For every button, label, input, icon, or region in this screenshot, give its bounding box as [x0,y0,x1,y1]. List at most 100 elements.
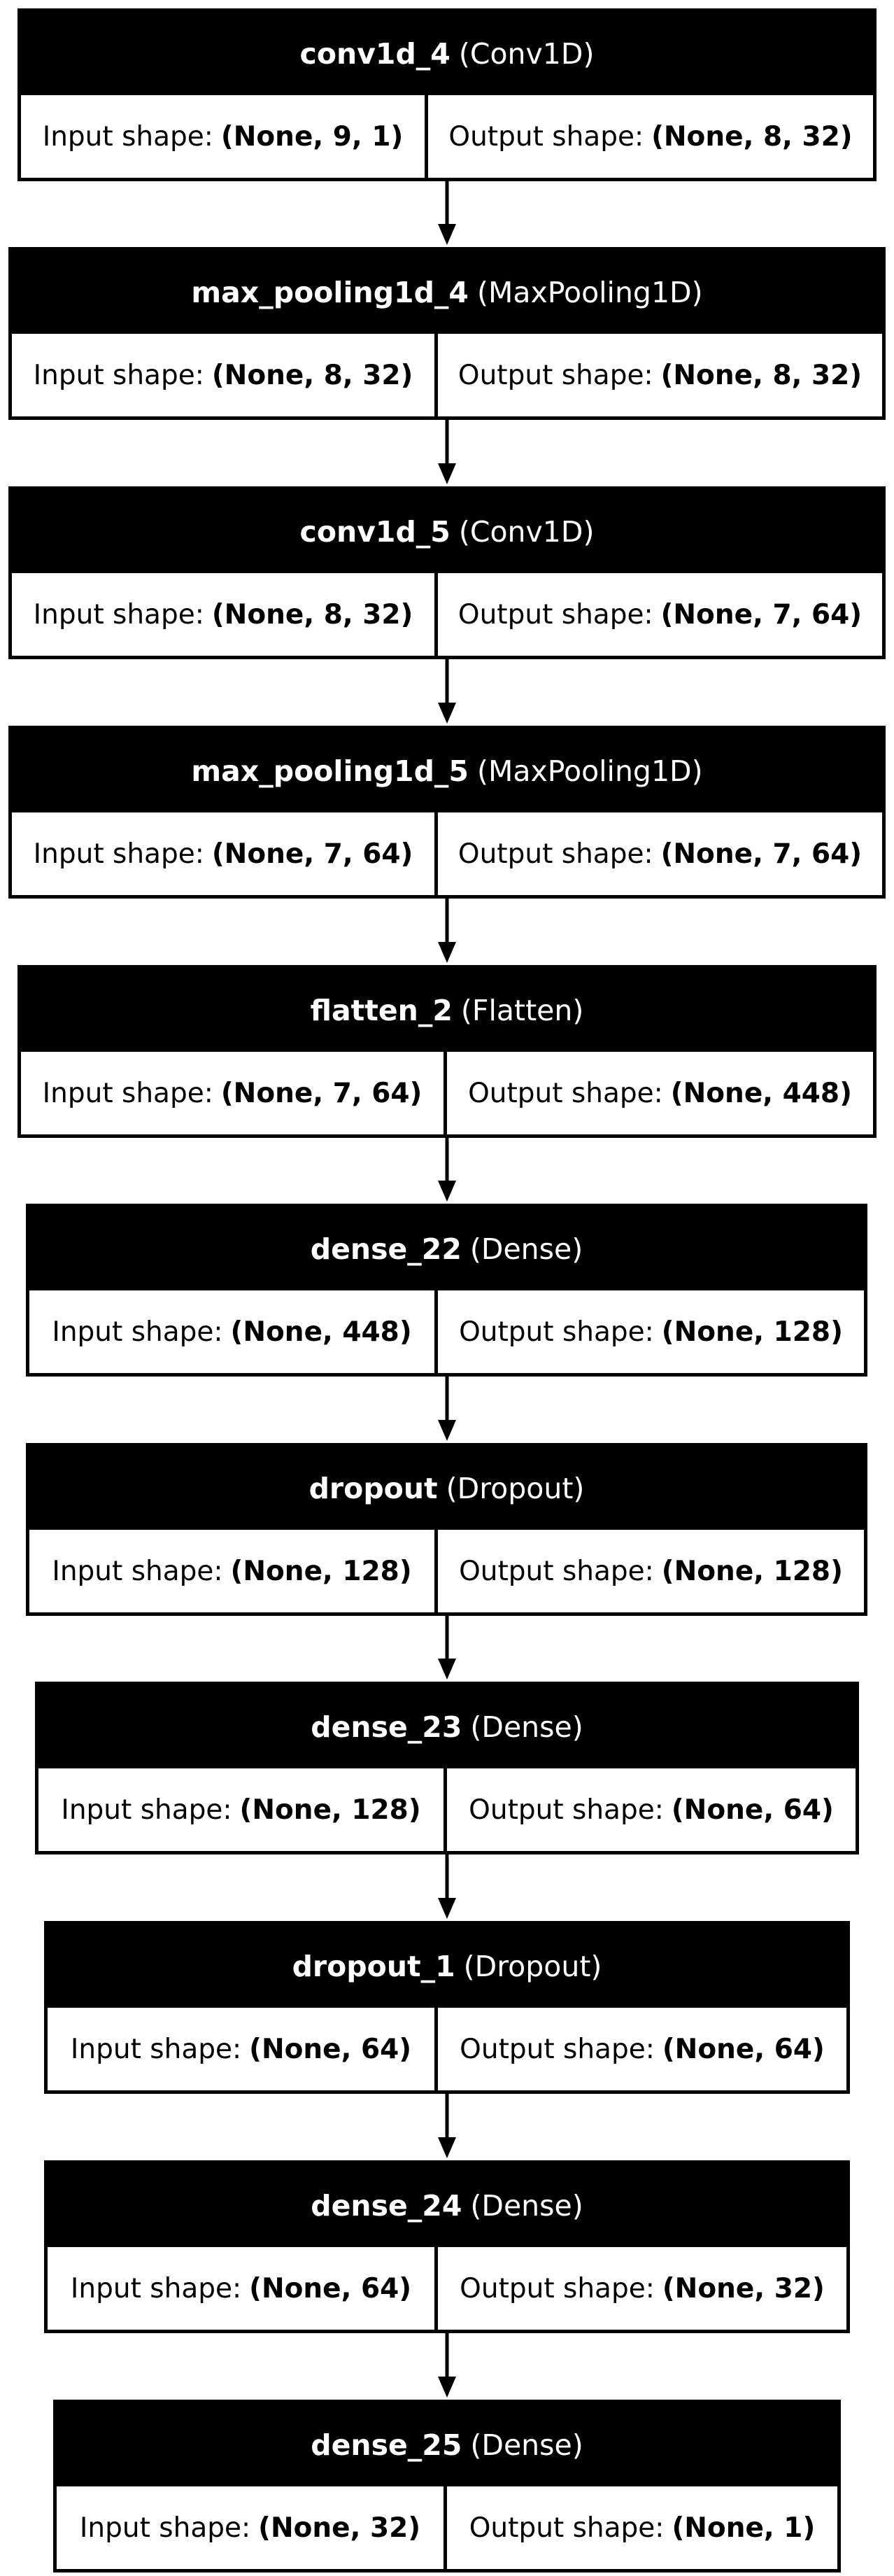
layer-node: dense_22 (Dense) Input shape: (None, 448… [26,1204,867,1377]
layer-type: (Conv1D) [458,36,595,71]
connector-arrow [438,178,456,245]
layer-name: max_pooling1d_5 [191,754,469,788]
output-shape-label: Output shape: [469,2512,665,2544]
output-shape-value: (None, 8, 32) [651,120,853,153]
connector-arrow [438,416,456,484]
layer-node: dense_23 (Dense) Input shape: (None, 128… [35,1682,859,1854]
input-shape-cell: Input shape: (None, 448) [29,1290,434,1373]
input-shape-value: (None, 7, 64) [211,838,413,870]
layer-header: dense_23 (Dense) [38,1685,856,1768]
layer-node: max_pooling1d_5 (MaxPooling1D) Input sha… [8,726,886,899]
shape-row: Input shape: (None, 9, 1) Output shape: … [21,95,873,178]
layer-name: dropout [308,1471,438,1505]
input-shape-label: Input shape: [33,838,204,870]
input-shape-cell: Input shape: (None, 7, 64) [21,1052,444,1134]
shape-row: Input shape: (None, 8, 32) Output shape:… [12,573,882,656]
input-shape-label: Input shape: [70,2272,242,2304]
output-shape-cell: Output shape: (None, 1) [447,2486,837,2569]
input-shape-label: Input shape: [42,120,213,153]
layer-type: (MaxPooling1D) [476,275,703,309]
output-shape-label: Output shape: [459,1316,654,1348]
input-shape-label: Input shape: [42,1077,213,1109]
connector-arrow [438,2090,456,2158]
layer-name: dense_25 [311,2428,462,2462]
layer-header: flatten_2 (Flatten) [21,969,873,1052]
layer-header: dense_24 (Dense) [48,2164,846,2247]
output-shape-value: (None, 448) [670,1077,852,1109]
layer-node: conv1d_5 (Conv1D) Input shape: (None, 8,… [8,486,886,659]
shape-row: Input shape: (None, 7, 64) Output shape:… [21,1052,873,1134]
input-shape-value: (None, 9, 1) [220,120,404,153]
output-shape-cell: Output shape: (None, 7, 64) [438,812,882,895]
connector-arrow [438,1373,456,1441]
output-shape-value: (None, 32) [662,2272,825,2304]
layer-node: dense_24 (Dense) Input shape: (None, 64)… [44,2160,850,2333]
shape-row: Input shape: (None, 8, 32) Output shape:… [12,334,882,416]
layer-header: dropout (Dropout) [29,1447,864,1530]
input-shape-label: Input shape: [52,1555,223,1587]
layer-name: conv1d_4 [299,36,450,71]
input-shape-label: Input shape: [33,359,204,391]
output-shape-label: Output shape: [469,1794,664,1826]
input-shape-cell: Input shape: (None, 64) [48,2247,434,2330]
output-shape-value: (None, 7, 64) [660,838,863,870]
shape-row: Input shape: (None, 64) Output shape: (N… [48,2247,846,2330]
layer-header: conv1d_4 (Conv1D) [21,12,873,95]
output-shape-label: Output shape: [468,1077,663,1109]
input-shape-cell: Input shape: (None, 32) [57,2486,444,2569]
output-shape-cell: Output shape: (None, 64) [438,2008,846,2090]
layer-node: flatten_2 (Flatten) Input shape: (None, … [17,965,877,1138]
input-shape-cell: Input shape: (None, 128) [29,1530,434,1612]
output-shape-label: Output shape: [459,1555,654,1587]
layer-name: dropout_1 [292,1949,455,1983]
layer-header: dropout_1 (Dropout) [48,1924,846,2008]
shape-row: Input shape: (None, 7, 64) Output shape:… [12,812,882,895]
layer-type: (Dropout) [446,1471,585,1505]
layer-type: (Dense) [470,1710,583,1744]
shape-row: Input shape: (None, 32) Output shape: (N… [57,2486,837,2569]
connector-arrow [438,895,456,963]
layer-name: dense_22 [310,1232,462,1266]
layer-type: (Dense) [470,2188,583,2223]
layer-header: max_pooling1d_4 (MaxPooling1D) [12,251,882,334]
layer-node: dropout_1 (Dropout) Input shape: (None, … [44,1921,850,2094]
input-shape-label: Input shape: [61,1794,232,1826]
input-shape-cell: Input shape: (None, 64) [48,2008,434,2090]
connector-arrow [438,1134,456,1202]
output-shape-label: Output shape: [460,2272,655,2304]
layer-type: (Conv1D) [458,514,595,549]
input-shape-value: (None, 32) [258,2512,421,2544]
input-shape-label: Input shape: [70,2033,242,2065]
connector-arrow [438,2330,456,2398]
output-shape-cell: Output shape: (None, 8, 32) [428,95,873,178]
layer-node: dense_25 (Dense) Input shape: (None, 32)… [53,2400,841,2573]
layer-node: max_pooling1d_4 (MaxPooling1D) Input sha… [8,247,886,420]
input-shape-value: (None, 128) [230,1555,412,1587]
layer-header: dense_25 (Dense) [57,2403,837,2486]
shape-row: Input shape: (None, 64) Output shape: (N… [48,2008,846,2090]
output-shape-value: (None, 64) [671,1794,834,1826]
layer-type: (Dense) [469,1232,583,1266]
input-shape-cell: Input shape: (None, 8, 32) [12,573,434,656]
input-shape-value: (None, 448) [230,1316,412,1348]
input-shape-value: (None, 7, 64) [220,1077,423,1109]
output-shape-value: (None, 128) [661,1555,843,1587]
layer-node: conv1d_4 (Conv1D) Input shape: (None, 9,… [17,8,877,181]
output-shape-cell: Output shape: (None, 128) [438,1530,864,1612]
output-shape-cell: Output shape: (None, 8, 32) [438,334,882,416]
input-shape-value: (None, 64) [249,2272,412,2304]
output-shape-value: (None, 128) [661,1316,843,1348]
layer-header: conv1d_5 (Conv1D) [12,490,882,573]
shape-row: Input shape: (None, 128) Output shape: (… [29,1530,864,1612]
output-shape-value: (None, 1) [672,2512,816,2544]
output-shape-label: Output shape: [460,2033,655,2065]
input-shape-value: (None, 8, 32) [211,359,413,391]
input-shape-label: Input shape: [79,2512,251,2544]
output-shape-value: (None, 64) [662,2033,825,2065]
output-shape-label: Output shape: [457,598,653,631]
input-shape-cell: Input shape: (None, 9, 1) [21,95,425,178]
layer-header: max_pooling1d_5 (MaxPooling1D) [12,729,882,812]
layer-type: (Dropout) [463,1949,602,1983]
shape-row: Input shape: (None, 448) Output shape: (… [29,1290,864,1373]
